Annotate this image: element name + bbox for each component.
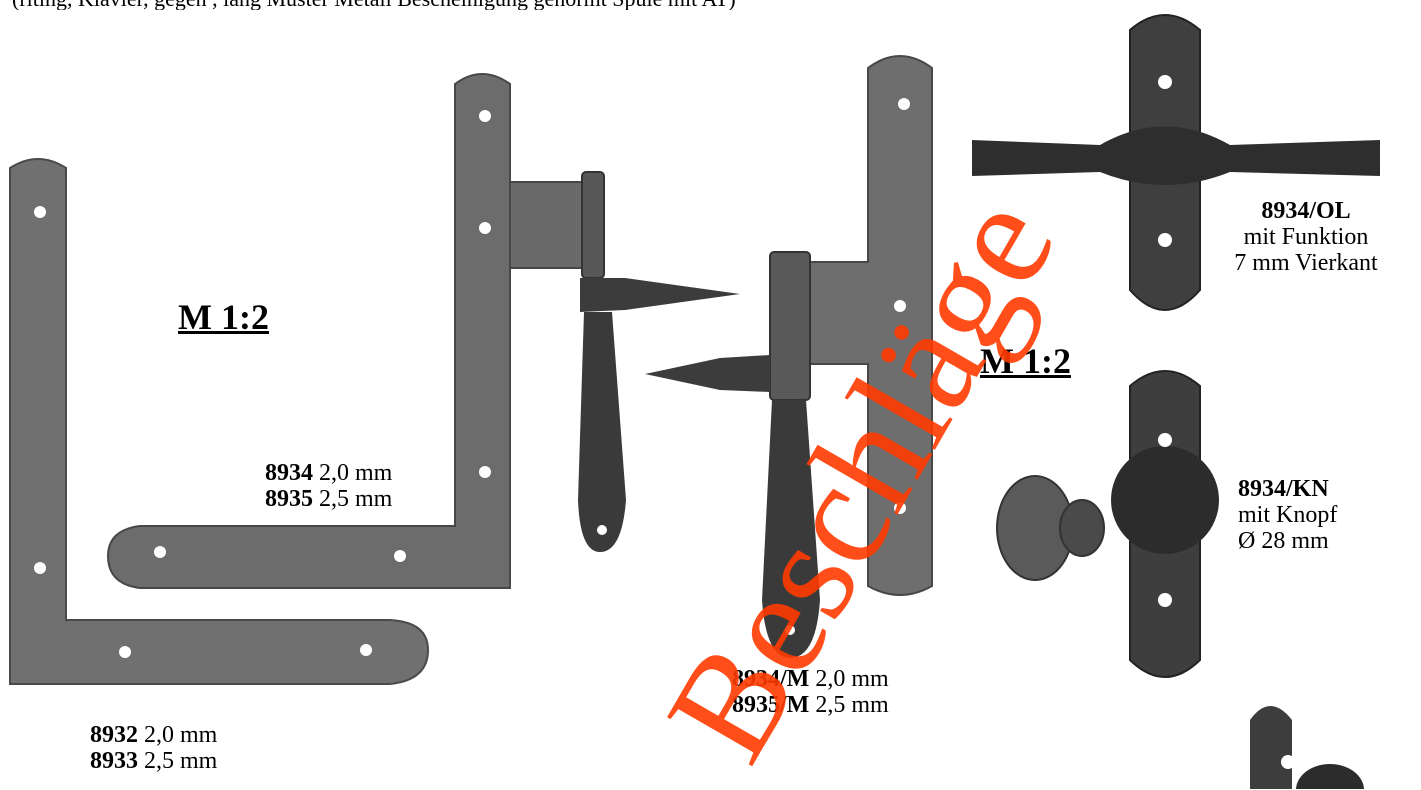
product-code: 8933 xyxy=(90,748,138,774)
product-code: 8932 xyxy=(90,722,138,748)
partial-fitting-image xyxy=(1250,706,1364,789)
product-code: 8934 xyxy=(265,460,313,486)
scale-label-right: M 1:2 xyxy=(980,341,1071,381)
product-code: 8934/M xyxy=(732,666,810,692)
page-header-fragment: (riting, Klavier, gegen , lang Muster Me… xyxy=(0,0,1421,10)
knob-label: 8934/KN mit Knopf Ø 28 mm xyxy=(1238,476,1338,554)
angle-hinge-image xyxy=(9,158,430,685)
angle-hinge-label: 8932 2,0 mm 8933 2,5 mm xyxy=(90,722,218,774)
product-code: 8935 xyxy=(265,486,313,512)
scale-label-left: M 1:2 xyxy=(178,297,269,337)
t-hinge-image xyxy=(106,73,740,589)
product-code: 8935/M xyxy=(732,692,810,718)
t-hinge-m-label: 8934/M 2,0 mm 8935/M 2,5 mm xyxy=(732,666,889,718)
knob-image xyxy=(996,370,1219,678)
product-code: 8934/OL xyxy=(1261,198,1351,224)
olive-handle-image xyxy=(972,14,1380,311)
olive-handle-label: 8934/OL mit Funktion 7 mm Vierkant xyxy=(1234,198,1378,276)
product-code: 8934/KN xyxy=(1238,476,1329,502)
t-hinge-label: 8934 2,0 mm 8935 2,5 mm xyxy=(265,460,393,512)
t-hinge-m-image xyxy=(645,55,933,658)
